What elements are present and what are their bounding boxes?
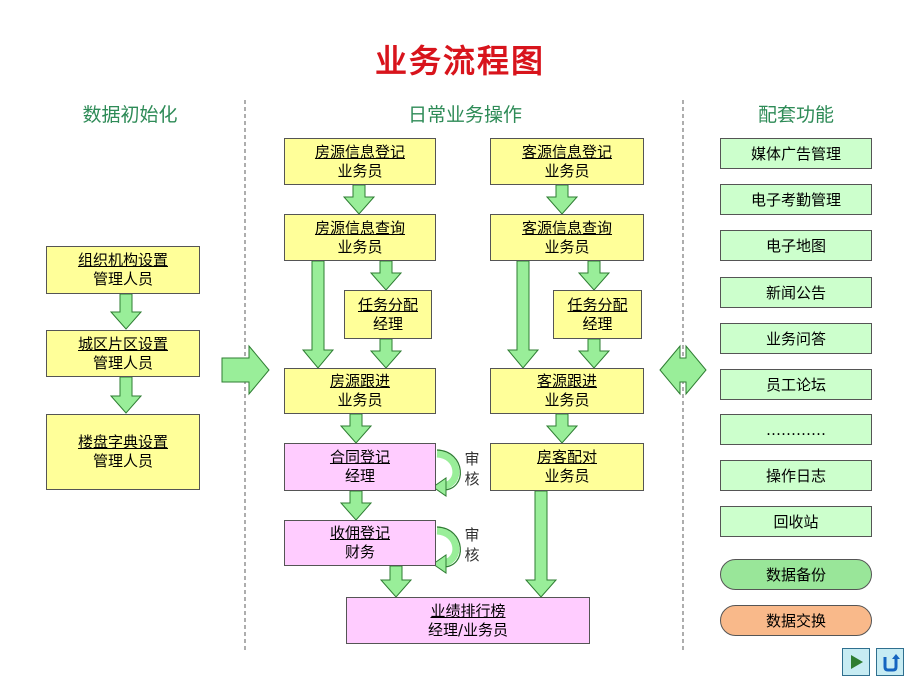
client-follow-role: 业务员 xyxy=(544,391,590,409)
client-query-box: 客源信息查询 业务员 xyxy=(490,214,644,261)
support-item-more[interactable]: ………… xyxy=(720,414,872,445)
house-contract-box: 合同登记 经理 xyxy=(284,443,436,491)
support-item-news[interactable]: 新闻公告 xyxy=(720,277,872,308)
audit-char-1: 审 xyxy=(464,526,480,544)
support-pill-backup[interactable]: 数据备份 xyxy=(720,559,872,590)
arrow-client-register-query xyxy=(545,184,579,215)
house-register-box: 房源信息登记 业务员 xyxy=(284,138,436,185)
house-follow-role: 业务员 xyxy=(337,391,383,409)
return-icon xyxy=(883,654,900,672)
support-item-attendance[interactable]: 电子考勤管理 xyxy=(720,184,872,215)
column-heading-init: 数据初始化 xyxy=(82,104,178,126)
arrow-house-assign-follow xyxy=(369,338,403,369)
house-follow-title: 房源跟进 xyxy=(329,372,390,390)
init-box-building: 楼盘字典设置 管理人员 xyxy=(46,414,200,490)
client-match-title: 房客配对 xyxy=(536,448,597,466)
arrow-house-register-query xyxy=(342,184,376,215)
house-query-box: 房源信息查询 业务员 xyxy=(284,214,436,261)
return-button[interactable] xyxy=(876,648,904,676)
client-query-role: 业务员 xyxy=(544,237,590,256)
column-heading-support: 配套功能 xyxy=(757,104,834,126)
house-assign-title: 任务分配 xyxy=(357,295,418,314)
init-box-district-role: 管理人员 xyxy=(92,353,153,372)
init-box-building-role: 管理人员 xyxy=(92,452,153,470)
client-register-role: 业务员 xyxy=(544,161,590,180)
arrow-house-query-follow xyxy=(301,260,335,369)
house-commission-role: 财务 xyxy=(344,543,375,561)
support-item-map[interactable]: 电子地图 xyxy=(720,230,872,261)
ranking-title: 业绩排行榜 xyxy=(430,601,506,620)
house-query-role: 业务员 xyxy=(337,237,383,256)
support-item-recycle[interactable]: 回收站 xyxy=(720,506,872,537)
init-box-district: 城区片区设置 管理人员 xyxy=(46,330,200,377)
audit-char-2: 核 xyxy=(464,546,480,564)
arrow-house-contract-commission xyxy=(339,490,373,521)
arrow-house-follow-contract xyxy=(339,413,373,444)
audit-label-commission: 审 核 xyxy=(462,525,482,565)
client-register-title: 客源信息登记 xyxy=(521,142,612,161)
house-assign-box: 任务分配 经理 xyxy=(344,290,432,339)
ranking-role: 经理/业务员 xyxy=(427,620,509,639)
diagram-title: 业务流程图 xyxy=(374,42,545,80)
audit-loop-commission xyxy=(436,527,460,567)
house-commission-title: 收佣登记 xyxy=(329,524,390,542)
arrow-init-to-daily xyxy=(221,344,270,396)
audit-label-contract: 审 核 xyxy=(462,449,482,489)
house-contract-role: 经理 xyxy=(344,467,375,485)
house-commission-box: 收佣登记 财务 xyxy=(284,520,436,566)
arrow-client-match-ranking xyxy=(524,490,558,598)
audit-loop-contract xyxy=(436,450,460,490)
init-box-org-title: 组织机构设置 xyxy=(77,251,168,269)
support-item-forum[interactable]: 员工论坛 xyxy=(720,369,872,400)
client-assign-role: 经理 xyxy=(582,314,613,333)
audit-loop-contract-outline xyxy=(436,449,461,491)
play-button[interactable] xyxy=(842,648,870,676)
house-contract-title: 合同登记 xyxy=(329,448,390,466)
audit-char-1: 审 xyxy=(464,450,480,468)
client-assign-box: 任务分配 经理 xyxy=(553,290,642,339)
support-item-media-ads[interactable]: 媒体广告管理 xyxy=(720,138,872,169)
support-item-qa[interactable]: 业务问答 xyxy=(720,323,872,354)
client-query-title: 客源信息查询 xyxy=(521,218,612,237)
client-follow-box: 客源跟进 业务员 xyxy=(490,368,644,414)
arrow-daily-support-bidirectional xyxy=(659,344,707,396)
play-icon xyxy=(851,655,863,669)
house-follow-box: 房源跟进 业务员 xyxy=(284,368,436,414)
init-box-org-role: 管理人员 xyxy=(92,270,153,288)
arrow-client-follow-match xyxy=(545,413,579,444)
init-box-district-title: 城区片区设置 xyxy=(77,334,168,353)
init-box-org: 组织机构设置 管理人员 xyxy=(46,246,200,294)
house-register-title: 房源信息登记 xyxy=(314,142,405,161)
arrow-house-query-assign xyxy=(369,260,403,291)
support-item-log[interactable]: 操作日志 xyxy=(720,460,872,491)
client-register-box: 客源信息登记 业务员 xyxy=(490,138,644,185)
arrow-init-1-2 xyxy=(109,293,143,330)
arrow-client-query-follow xyxy=(506,260,540,369)
client-follow-title: 客源跟进 xyxy=(536,372,597,390)
init-box-building-title: 楼盘字典设置 xyxy=(77,433,168,451)
house-query-title: 房源信息查询 xyxy=(314,218,405,237)
arrow-client-assign-follow xyxy=(577,338,611,369)
arrow-house-commission-ranking xyxy=(379,565,413,598)
ranking-box: 业绩排行榜 经理/业务员 xyxy=(346,597,590,644)
client-assign-title: 任务分配 xyxy=(567,295,628,314)
arrow-init-2-3 xyxy=(109,376,143,414)
house-register-role: 业务员 xyxy=(337,161,383,180)
audit-loop-commission-outline xyxy=(436,526,461,568)
support-pill-exchange[interactable]: 数据交换 xyxy=(720,605,872,636)
house-assign-role: 经理 xyxy=(372,314,403,333)
column-heading-daily: 日常业务操作 xyxy=(407,104,522,126)
audit-char-2: 核 xyxy=(464,470,480,488)
arrow-client-query-assign xyxy=(577,260,611,291)
client-match-box: 房客配对 业务员 xyxy=(490,443,644,491)
client-match-role: 业务员 xyxy=(544,467,590,485)
